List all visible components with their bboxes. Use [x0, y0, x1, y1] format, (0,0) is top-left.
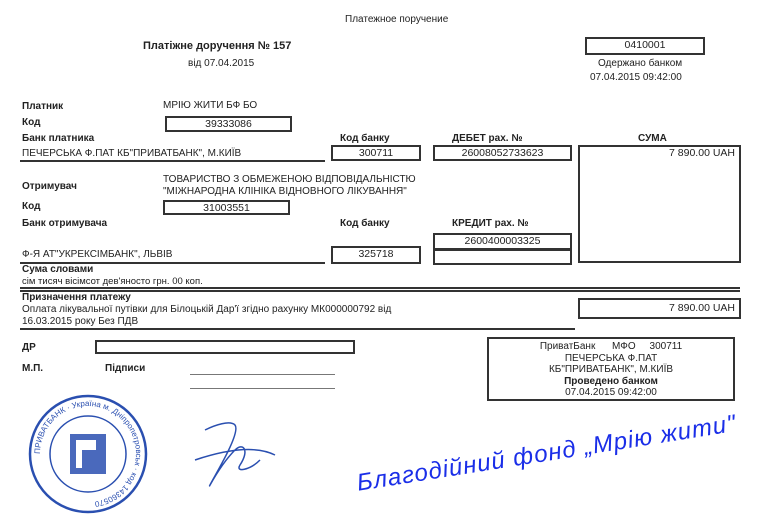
- stamp-line-2: ПЕЧЕРСЬКА Ф.ПАТ: [564, 352, 658, 364]
- credit-account: 2600400003325: [433, 233, 572, 250]
- amount-words: сім тисяч вісімсот дев'яносто грн. 00 ко…: [22, 276, 203, 287]
- form-code-box: 0410001: [585, 37, 705, 55]
- sum-value: 7 890.00 UAH: [669, 147, 735, 159]
- order-title: Платіжне доручення № 157: [143, 40, 292, 52]
- payer-label: Платник: [22, 101, 64, 112]
- recipient-bank-label: Банк отримувача: [22, 218, 108, 229]
- bank-seal: ПРИВАТБАНК · Україна м. Дніпропетровськ …: [28, 394, 148, 514]
- credit-label: КРЕДИТ рах. №: [452, 218, 529, 229]
- debit-label: ДЕБЕТ рах. №: [452, 133, 523, 144]
- signatures-label: Підписи: [105, 363, 146, 374]
- stamp-line-3: КБ"ПРИВАТБАНК", М.КИЇВ: [548, 364, 674, 375]
- payer-bank: ПЕЧЕРСЬКА Ф.ПАТ КБ"ПРИВАТБАНК", М.КИЇВ: [22, 148, 242, 159]
- stamp-mfo-label: МФО: [612, 341, 636, 352]
- recipient-name-1: ТОВАРИСТВО З ОБМЕЖЕНОЮ ВІДПОВІДАЛЬНІСТЮ: [163, 174, 416, 185]
- stamp-bank: ПриватБанк: [539, 341, 596, 352]
- payer-code-label: Код: [22, 117, 41, 128]
- sum-label: СУМА: [638, 133, 667, 144]
- stamp-mfo: 300711: [649, 341, 683, 352]
- payer-bank-code-label: Код банку: [340, 133, 390, 144]
- purpose-label: Призначення платежу: [22, 292, 131, 303]
- dr-label: ДР: [22, 342, 36, 353]
- received-label: Одержано банком: [598, 58, 683, 69]
- payer-bank-code: 300711: [331, 145, 421, 161]
- stamp-processed-datetime: 07.04.2015 09:42:00: [565, 387, 657, 398]
- debit-account: 26008052733623: [433, 145, 572, 161]
- recipient-bank: Ф-Я АТ"УКРЕКСІМБАНК", ЛЬВІВ: [22, 249, 173, 260]
- signature: [194, 422, 276, 487]
- watermark: Благодійний фонд „Мрію жити": [355, 409, 739, 497]
- dr-box: [95, 340, 355, 354]
- purpose-line-1: Оплата лікувальної путівки для Білоцькій…: [22, 304, 392, 315]
- payer-name: МРІЮ ЖИТИ БФ БО: [163, 100, 258, 111]
- sum-box: 7 890.00 UAH: [578, 145, 741, 263]
- payer-bank-label: Банк платника: [22, 133, 95, 144]
- stamp-processed-label: Проведено банком: [564, 375, 658, 387]
- purpose-line-2: 16.03.2015 року Без ПДВ: [22, 316, 139, 327]
- amount-words-label: Сума словами: [22, 264, 94, 275]
- document-title: Платежное поручение: [345, 14, 449, 25]
- purpose-sum: 7 890.00 UAH: [578, 298, 741, 319]
- recipient-code: 31003551: [163, 200, 290, 215]
- recipient-bank-code: 325718: [331, 246, 421, 264]
- payer-code: 39333086: [165, 116, 292, 132]
- credit-extra-box: [433, 249, 572, 265]
- received-datetime: 07.04.2015 09:42:00: [590, 72, 682, 83]
- mp-label: М.П.: [22, 363, 44, 374]
- order-date: від 07.04.2015: [188, 58, 255, 69]
- recipient-bank-code-label: Код банку: [340, 218, 390, 229]
- bank-stamp: ПриватБанк МФО 300711 ПЕЧЕРСЬКА Ф.ПАТ КБ…: [487, 337, 735, 401]
- recipient-label: Отримувач: [22, 181, 77, 192]
- recipient-name-2: "МІЖНАРОДНА КЛІНІКА ВІДНОВНОГО ЛІКУВАННЯ…: [163, 186, 407, 197]
- recipient-code-label: Код: [22, 201, 41, 212]
